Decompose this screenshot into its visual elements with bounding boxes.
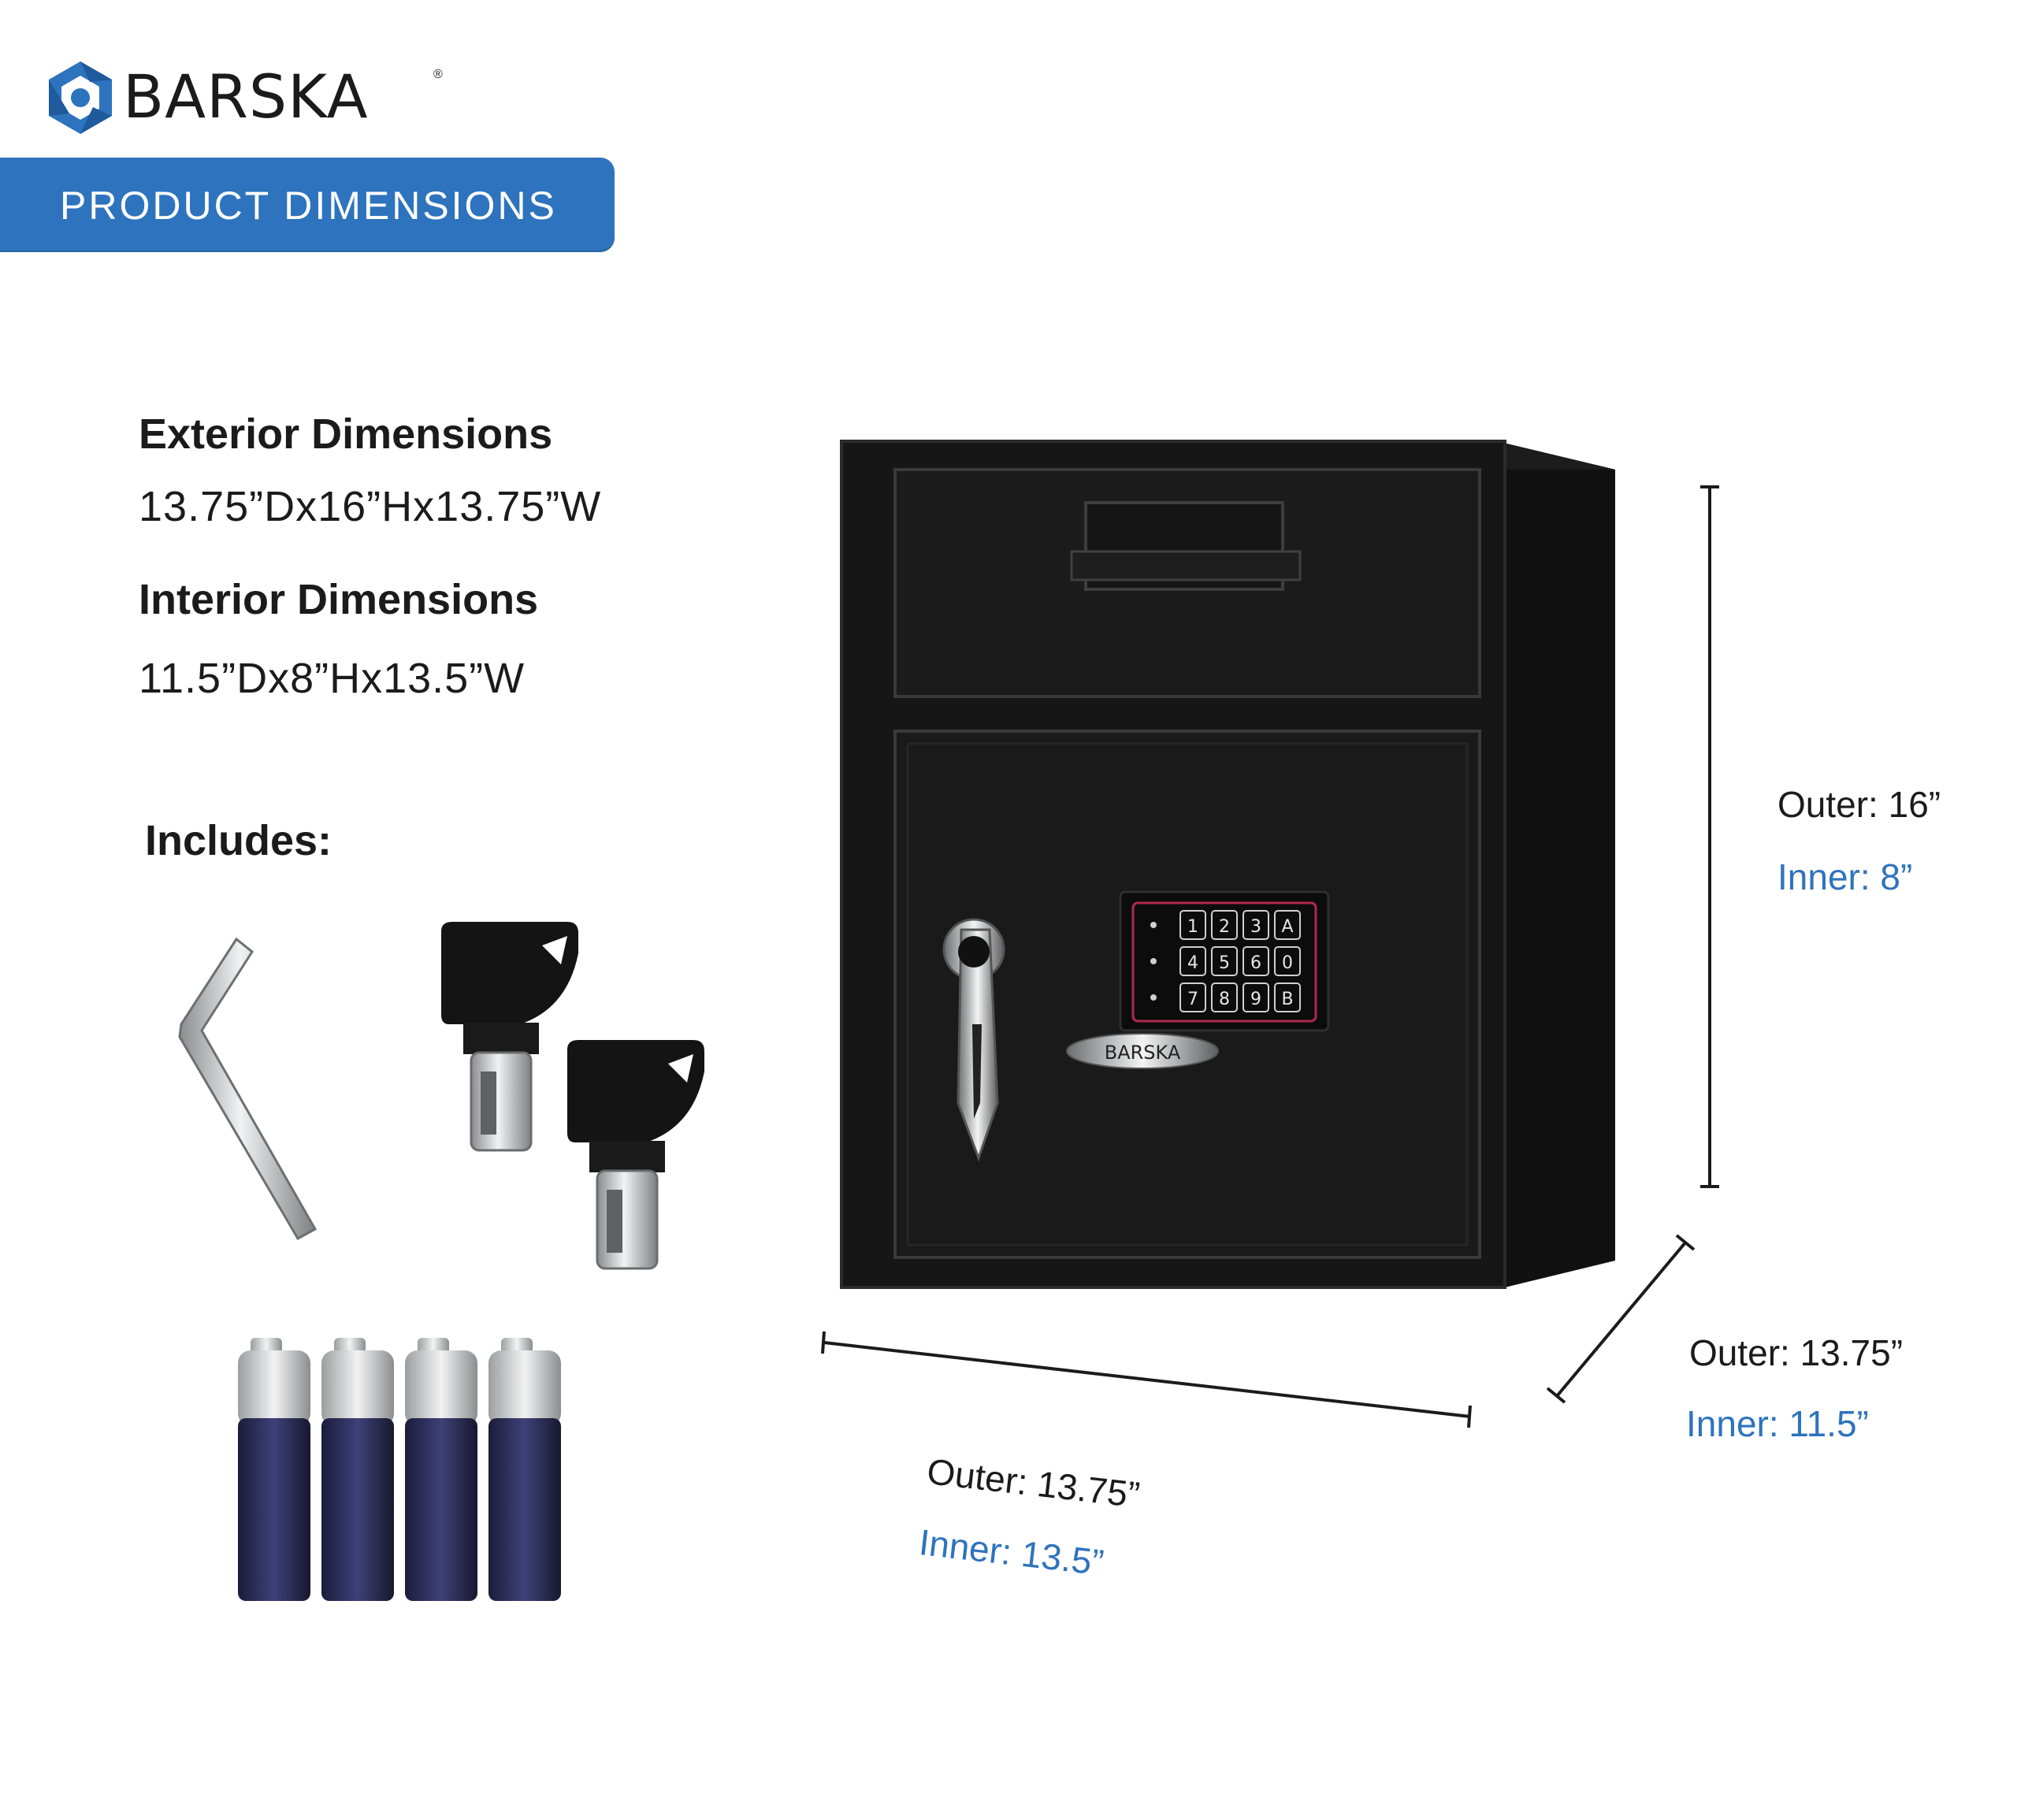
keypad-key-label: 9	[1250, 990, 1261, 1009]
keypad-key-label: 8	[1219, 990, 1230, 1009]
height-inner-label: Inner: 8”	[1777, 856, 1913, 897]
keypad-key	[1211, 910, 1238, 940]
brand-name: BARSKA	[123, 61, 369, 132]
width-inner-label: Inner: 13.5”	[917, 1521, 1106, 1584]
interior-value: 11.5”Dx8”Hx13.5”W	[139, 655, 526, 702]
battery-icon	[321, 1338, 394, 1601]
keypad-indicator	[1150, 958, 1157, 964]
brand-logo: BARSKA ®	[41, 55, 443, 134]
banner-label: PRODUCT DIMENSIONS	[60, 184, 557, 228]
keypad-key	[1211, 946, 1238, 976]
includes-heading: Includes:	[145, 817, 332, 864]
keypad-key-label: 3	[1250, 917, 1261, 937]
keypad-key	[1243, 910, 1269, 940]
interior-heading: Interior Dimensions	[139, 576, 539, 623]
keypad-key	[1243, 946, 1269, 976]
keypad-key	[1179, 910, 1206, 940]
keypad-indicator	[1150, 994, 1157, 1001]
keypad-key	[1274, 982, 1301, 1012]
keypad-key	[1179, 946, 1206, 976]
battery-icon	[488, 1338, 561, 1601]
batteries-group	[238, 1338, 561, 1601]
safe-side	[1497, 441, 1615, 1287]
key-icon	[567, 1040, 704, 1270]
keypad-key-label: 2	[1219, 917, 1230, 937]
keypad-key-label: A	[1281, 917, 1293, 937]
keypad-key-label: B	[1281, 990, 1293, 1009]
depth-outer-label: Outer: 13.75”	[1689, 1332, 1904, 1373]
keypad-key-label: 4	[1187, 953, 1198, 973]
exterior-heading: Exterior Dimensions	[139, 410, 553, 458]
depth-inner-label: Inner: 11.5”	[1686, 1403, 1869, 1444]
door-lever	[942, 918, 1005, 1162]
keypad-indicator	[1150, 922, 1157, 928]
keypad-key-label: 7	[1187, 990, 1198, 1009]
key-icon	[441, 922, 578, 1152]
keypad-key-label: 5	[1219, 953, 1230, 973]
registered-mark: ®	[433, 68, 443, 81]
height-outer-label: Outer: 16”	[1777, 784, 1941, 825]
safe-badge-text: BARSKA	[1105, 1042, 1181, 1064]
keypad-key	[1211, 982, 1238, 1012]
section-banner: PRODUCT DIMENSIONS	[0, 158, 615, 251]
battery-icon	[405, 1338, 477, 1601]
barska-logo-icon	[49, 61, 112, 134]
exterior-value: 13.75”Dx16”Hx13.75”W	[139, 483, 602, 530]
width-line	[823, 1341, 1471, 1418]
width-outer-label: Outer: 13.75”	[925, 1450, 1142, 1516]
safe-badge: BARSKA	[1066, 1033, 1219, 1069]
keypad-key	[1274, 946, 1301, 976]
battery-icon	[238, 1338, 310, 1601]
keypad-key	[1243, 982, 1269, 1012]
keypad-key	[1274, 910, 1301, 940]
hex-key-icon	[178, 937, 318, 1241]
keypad-key-label: 1	[1187, 917, 1198, 937]
keypad-key	[1179, 982, 1206, 1012]
keypad-key-label: 6	[1250, 953, 1261, 973]
keypad-key-label: 0	[1282, 953, 1293, 973]
